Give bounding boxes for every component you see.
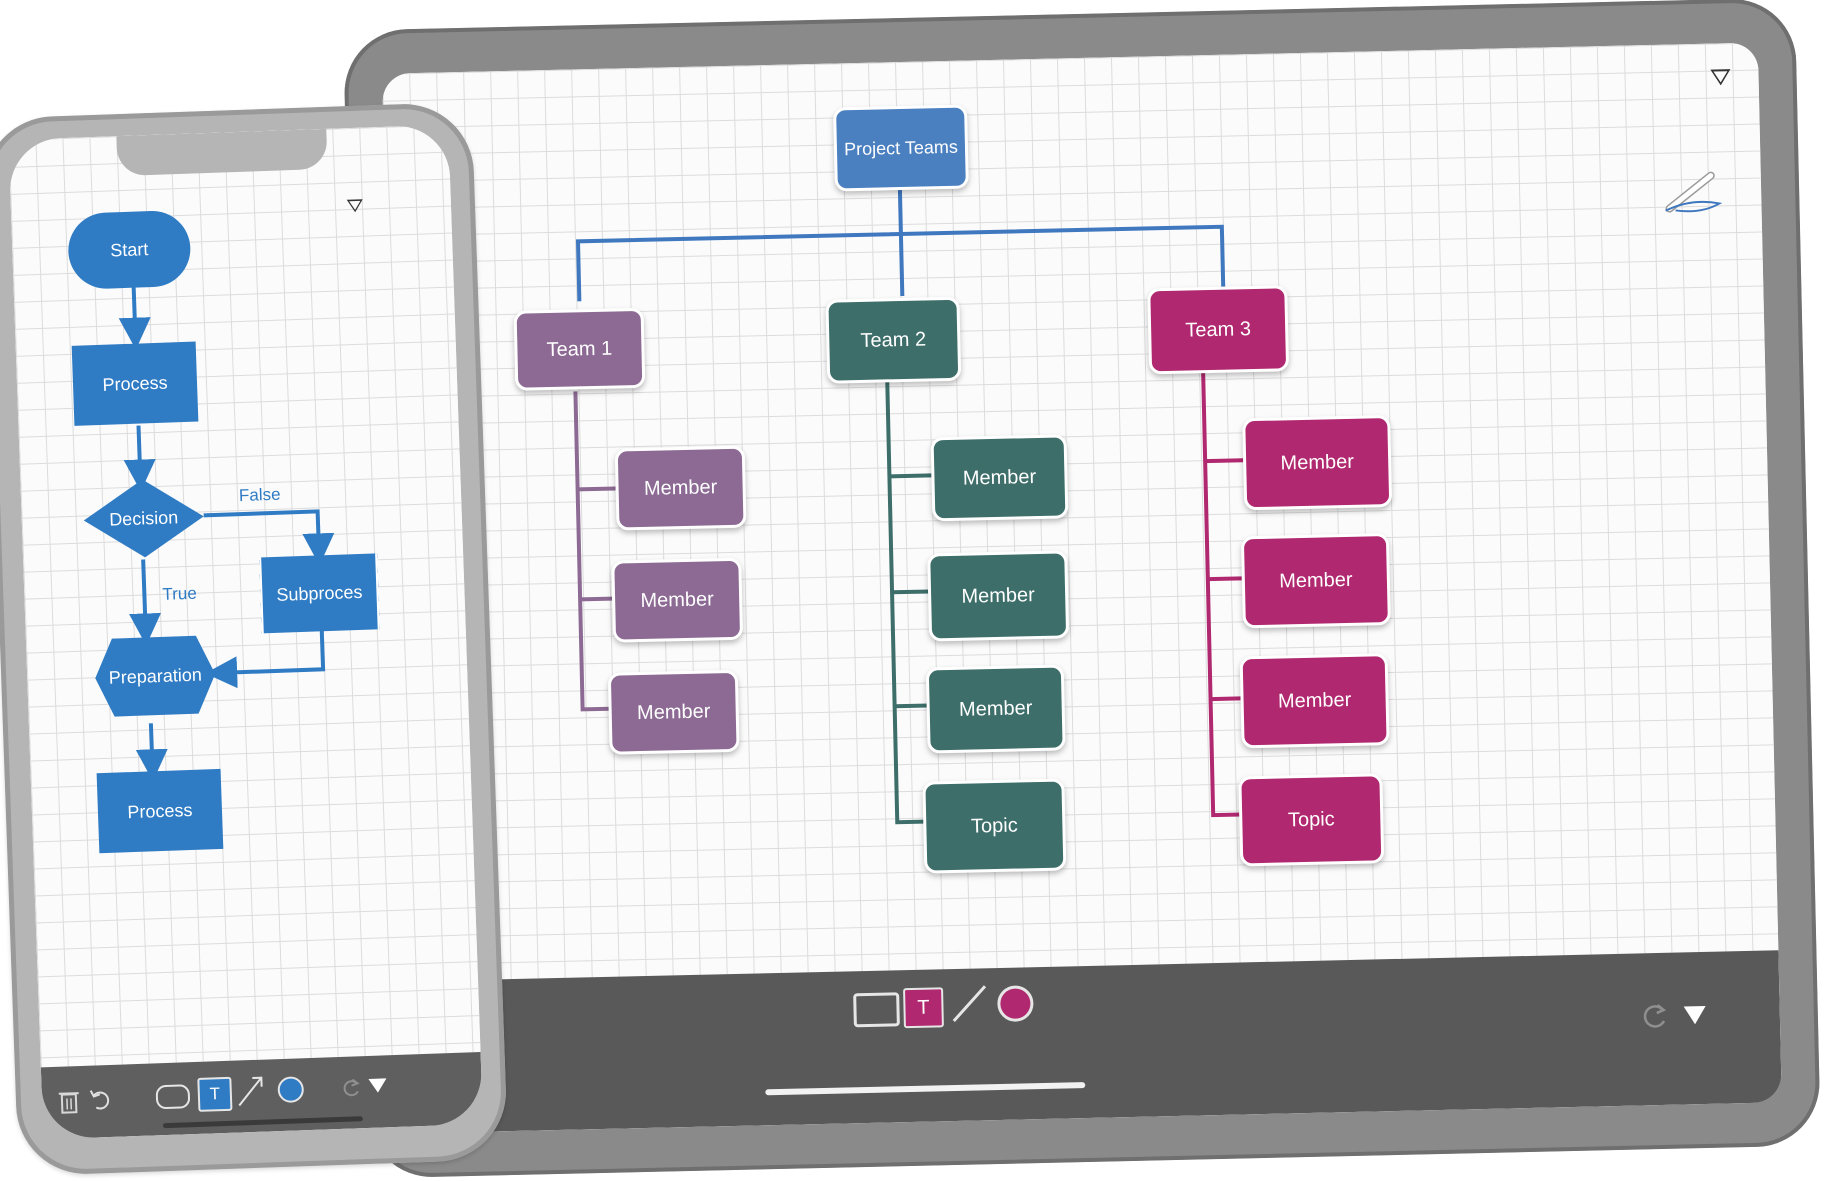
line-tool-button[interactable]	[235, 1074, 266, 1109]
line-tool-button[interactable]	[949, 982, 990, 1025]
text-tool-label: T	[209, 1084, 221, 1104]
team-2-topic-node[interactable]: Topic	[922, 778, 1067, 874]
tablet-toolbar: T	[402, 950, 1782, 1134]
canvas-menu-triangle-icon[interactable]	[346, 199, 364, 213]
home-indicator	[162, 1116, 363, 1129]
start-node[interactable]: Start	[67, 209, 192, 290]
process-node[interactable]: Process	[96, 768, 224, 854]
phone-toolbar: T	[40, 1052, 484, 1140]
phone-canvas[interactable]: Start Process Decision Subproces Prepara…	[8, 124, 481, 1068]
canvas-menu-triangle-icon[interactable]	[1710, 69, 1731, 86]
preparation-label: Preparation	[108, 664, 203, 688]
trash-icon[interactable]	[58, 1088, 81, 1115]
subprocess-node[interactable]: Subproces	[259, 553, 380, 634]
team-2-member-node[interactable]: Member	[930, 434, 1069, 522]
team-1-member-node[interactable]: Member	[614, 445, 747, 531]
phone-screen: Start Process Decision Subproces Prepara…	[8, 124, 484, 1140]
team-1-member-node[interactable]: Member	[611, 557, 744, 643]
team-3-node[interactable]: Team 3	[1147, 285, 1290, 375]
shape-tool-button[interactable]	[853, 992, 900, 1028]
root-node[interactable]: Project Teams	[833, 104, 969, 192]
team-2-node[interactable]: Team 2	[825, 296, 962, 384]
team-1-member-node[interactable]: Member	[607, 669, 740, 755]
phone-device: Start Process Decision Subproces Prepara…	[0, 101, 509, 1177]
text-tool-label: T	[917, 996, 930, 1019]
phone-connectors	[118, 285, 335, 782]
home-indicator	[765, 1082, 1086, 1096]
redo-icon[interactable]	[339, 1076, 362, 1099]
decision-shape[interactable]	[80, 475, 207, 561]
false-edge-label: False	[238, 484, 281, 506]
tablet-screen: Project Teams Team 1 Team 2 Team 3 Membe…	[382, 42, 1782, 1134]
text-tool-button[interactable]: T	[197, 1076, 233, 1112]
tablet-connectors	[573, 189, 1244, 825]
menu-triangle-icon[interactable]	[1682, 1004, 1708, 1027]
team-3-member-node[interactable]: Member	[1240, 533, 1391, 629]
team-3-member-node[interactable]: Member	[1242, 414, 1393, 511]
team-3-member-node[interactable]: Member	[1239, 653, 1390, 749]
preparation-shape[interactable]	[92, 633, 219, 719]
connector-team3-trunk	[1201, 369, 1242, 818]
true-edge-label: True	[162, 583, 198, 604]
team-2-member-node[interactable]: Member	[925, 664, 1066, 754]
shape-tool-button[interactable]	[155, 1084, 191, 1110]
color-tool-button[interactable]	[277, 1076, 305, 1104]
tablet-canvas[interactable]: Project Teams Team 1 Team 2 Team 3 Membe…	[382, 42, 1779, 982]
tablet-device: Project Teams Team 1 Team 2 Team 3 Membe…	[343, 0, 1821, 1179]
team-3-topic-node[interactable]: Topic	[1238, 773, 1385, 867]
undo-icon[interactable]	[88, 1087, 113, 1112]
connector-team1-trunk	[573, 391, 611, 712]
pencil-icon[interactable]	[1661, 169, 1728, 220]
color-tool-button[interactable]	[997, 985, 1034, 1023]
menu-triangle-icon[interactable]	[367, 1077, 388, 1094]
team-1-node[interactable]: Team 1	[513, 307, 646, 391]
text-tool-button[interactable]: T	[903, 987, 944, 1029]
process-node[interactable]: Process	[71, 341, 199, 426]
connector-team-2	[898, 233, 905, 297]
decision-label: Decision	[108, 506, 179, 530]
phone-notch	[116, 128, 328, 177]
redo-icon[interactable]	[1640, 1001, 1671, 1032]
connector-team2-trunk	[885, 380, 930, 825]
connector-root	[897, 189, 903, 235]
team-2-member-node[interactable]: Member	[927, 550, 1070, 642]
